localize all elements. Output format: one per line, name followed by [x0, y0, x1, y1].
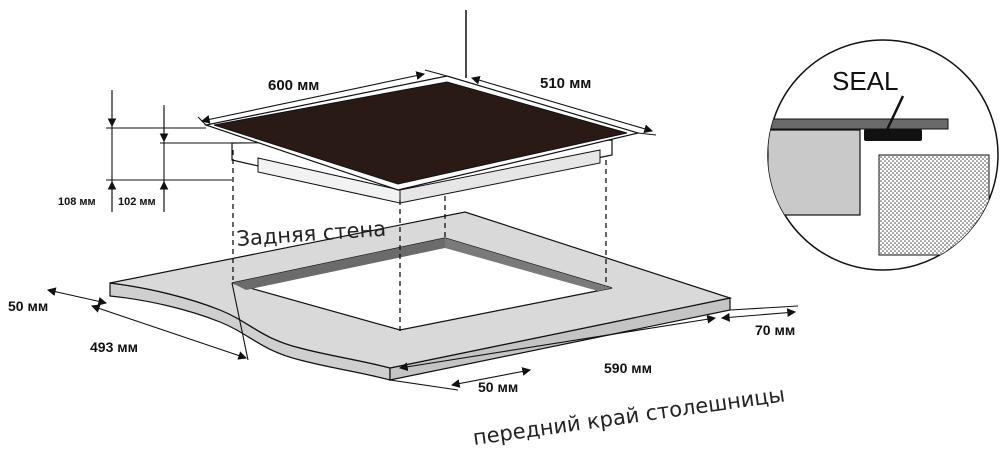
projection-lines	[232, 150, 607, 332]
margin-left-label: 50 мм	[8, 298, 48, 314]
margin-front-label: 50 мм	[478, 379, 518, 395]
width-label: 600 мм	[268, 77, 319, 94]
seal-label: SEAL	[832, 66, 899, 96]
hob	[203, 75, 641, 204]
seal-detail: SEAL	[767, 39, 999, 271]
dimension-lines	[106, 69, 657, 212]
depth-label: 510 мм	[540, 75, 591, 92]
height-inner-label: 102 мм	[118, 196, 156, 208]
margin-back-label: 70 мм	[755, 322, 795, 338]
countertop	[109, 211, 733, 381]
cutout-dimension-lines	[46, 282, 799, 391]
cutout-width-label: 590 мм	[604, 360, 652, 376]
height-total-label: 108 мм	[58, 196, 96, 208]
front-edge-label: передний край столешницы	[471, 382, 786, 450]
cutout-depth-label: 493 мм	[90, 339, 138, 355]
